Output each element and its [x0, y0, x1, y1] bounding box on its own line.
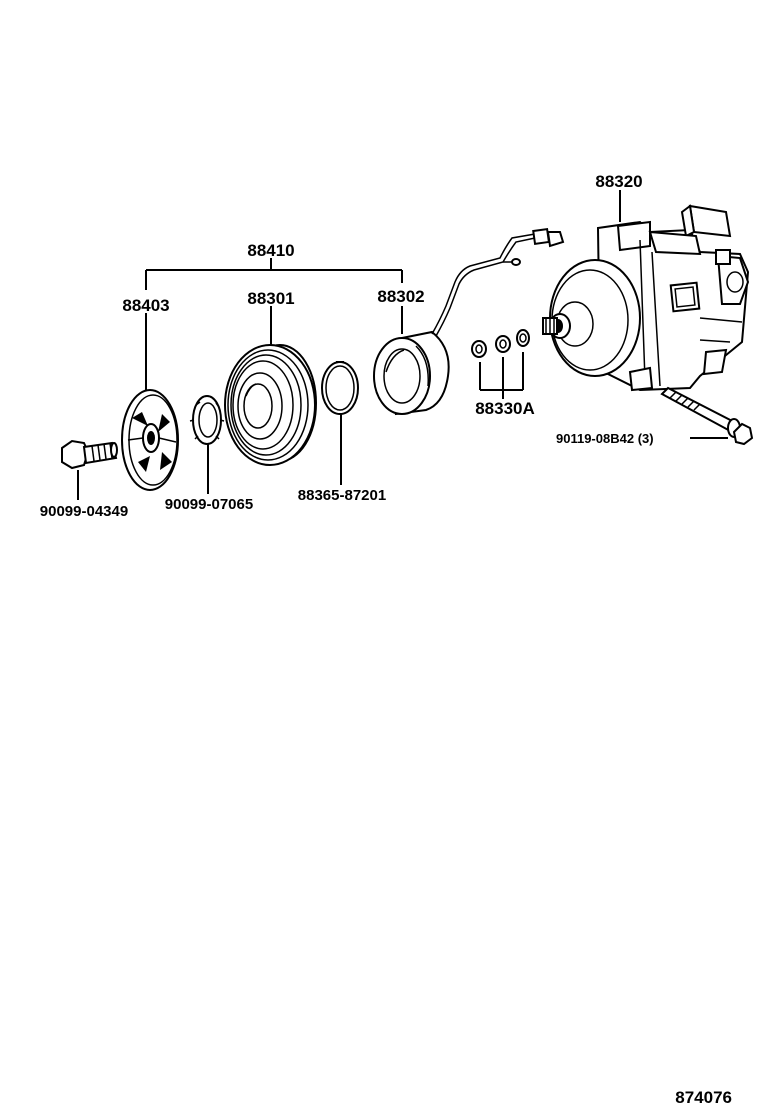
shims-drawing [471, 329, 530, 358]
compressor-drawing [542, 204, 750, 392]
label-shims: 88330A [475, 399, 535, 418]
part-labels: 88410 88403 88301 88302 88320 88330A 900… [40, 172, 732, 1107]
label-plate-bolt: 90099-04349 [40, 503, 128, 520]
label-stator: 88302 [377, 287, 424, 306]
label-mount-bolt: 90119-08B42 (3) [556, 431, 654, 446]
label-compressor: 88320 [595, 172, 642, 191]
plate-bolt-drawing [61, 439, 118, 470]
label-shim-ring: 90099-07065 [165, 496, 253, 513]
wire-harness-drawing [431, 227, 565, 337]
label-clutch-assembly: 88410 [247, 241, 294, 260]
snap-ring-drawing [321, 361, 359, 415]
stator-drawing [373, 330, 450, 416]
figure-number: 874076 [675, 1088, 732, 1107]
label-pressure-plate: 88403 [122, 296, 169, 315]
pulley-drawing [224, 344, 317, 466]
label-pulley: 88301 [247, 289, 294, 308]
pressure-plate-drawing [121, 389, 179, 491]
leader-lines [77, 190, 728, 500]
shim-ring-drawing [189, 395, 225, 445]
mount-bolt-drawing [660, 386, 754, 446]
label-snap-ring: 88365-87201 [298, 487, 386, 504]
